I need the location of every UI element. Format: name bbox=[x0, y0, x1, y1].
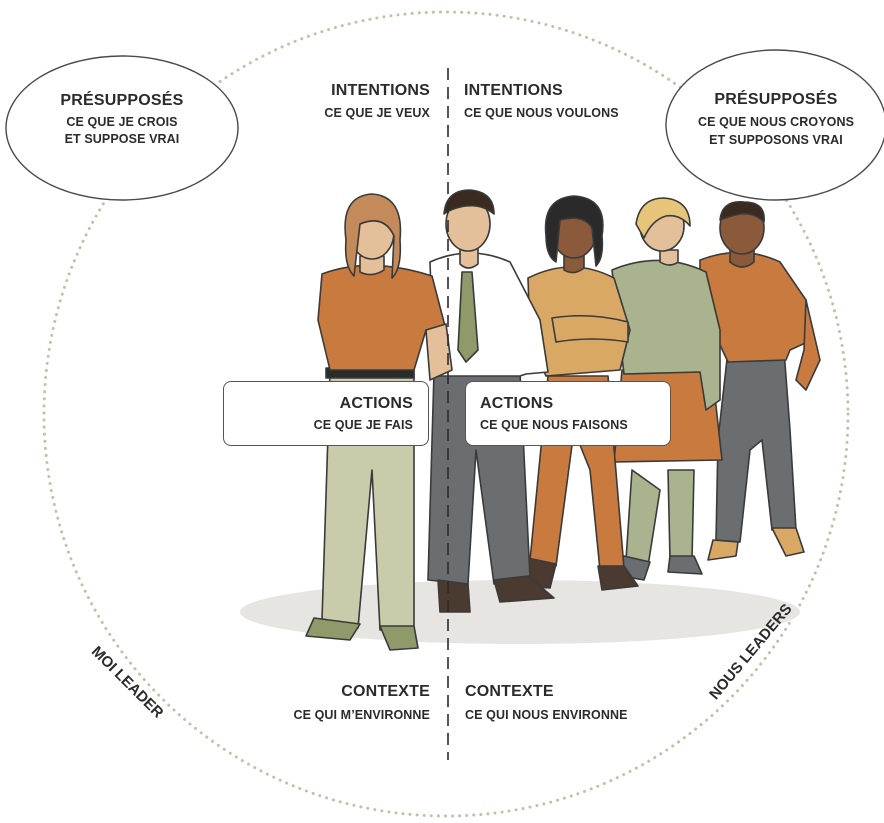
right-actions-box bbox=[465, 381, 671, 446]
dotted-circle bbox=[42, 10, 850, 818]
left-actions-title: ACTIONS bbox=[339, 395, 413, 412]
right-assumptions-line2: ET SUPPOSONS VRAI bbox=[709, 133, 843, 147]
right-actions-subtitle: CE QUE NOUS FAISONS bbox=[480, 418, 628, 432]
right-assumptions-line1: CE QUE NOUS CROYONS bbox=[697, 115, 855, 129]
left-assumptions-line2: ET SUPPOSE VRAI bbox=[64, 132, 180, 146]
left-context-subtitle: CE QUI M’ENVIRONNE bbox=[293, 708, 430, 722]
right-context-subtitle: CE QUI NOUS ENVIRONNE bbox=[465, 708, 628, 722]
left-assumptions-ellipse bbox=[5, 55, 239, 201]
left-actions-box bbox=[223, 381, 429, 446]
left-intentions-subtitle: CE QUE JE VEUX bbox=[324, 106, 430, 120]
left-context-title: CONTEXTE bbox=[341, 683, 430, 700]
right-intentions-title: INTENTIONS bbox=[464, 82, 563, 99]
left-actions-subtitle: CE QUE JE FAIS bbox=[313, 418, 413, 432]
person-5 bbox=[699, 201, 821, 561]
left-assumptions-line1: CE QUE JE CROIS bbox=[66, 115, 178, 129]
right-assumptions-title: PRÉSUPPOSÉS bbox=[714, 91, 838, 108]
right-assumptions-ellipse bbox=[665, 49, 884, 201]
right-actions-title: ACTIONS bbox=[480, 395, 554, 412]
right-context-title: CONTEXTE bbox=[465, 683, 554, 700]
left-assumptions-title: PRÉSUPPOSÉS bbox=[60, 92, 184, 109]
left-intentions-title: INTENTIONS bbox=[331, 82, 430, 99]
right-intentions-subtitle: CE QUE NOUS VOULONS bbox=[464, 106, 619, 120]
